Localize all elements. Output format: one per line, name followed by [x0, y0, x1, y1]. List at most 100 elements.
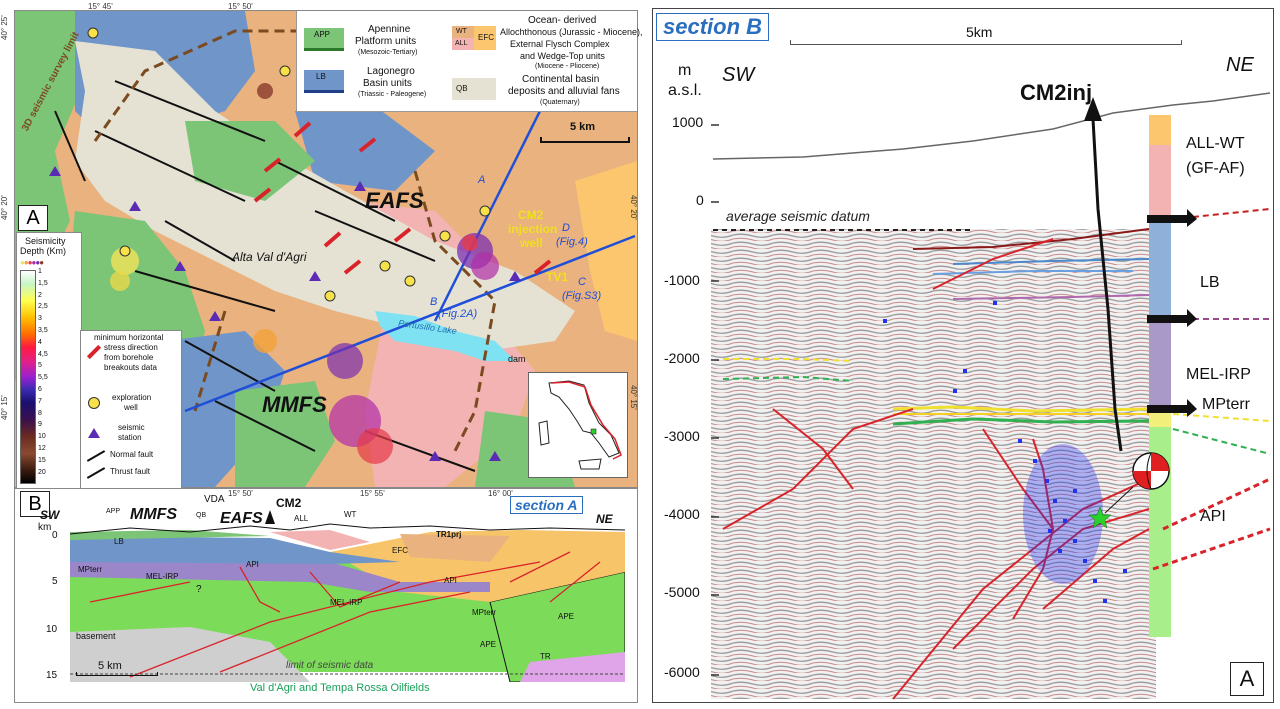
section-a-mpterr-2: MPterr [472, 608, 496, 617]
legend-lb-code: LB [316, 72, 326, 81]
section-a-limit: limit of seismic data [286, 660, 374, 671]
legend-lb-line2: Basin units [363, 78, 412, 89]
italy-inset [528, 372, 628, 478]
cm2inj-well-path [1091, 118, 1123, 452]
section-b-title: section B [656, 13, 770, 41]
legend-qb-line2: deposits and alluvial fans [508, 86, 620, 97]
legend-ocean-line3: External Flysch Complex [510, 39, 610, 49]
map-exploration-wells [87, 27, 491, 302]
section-b-topography [712, 92, 1271, 160]
seismicity-tick: 10 [38, 433, 46, 441]
seismicity-tick: 12 [38, 444, 46, 452]
section-a-faults [89, 551, 601, 678]
section-b-m: m [678, 62, 692, 79]
map-qb-valley [75, 41, 575, 351]
map-grat-top-2: 15° 50' [228, 2, 253, 11]
section-a-app: APP [106, 508, 121, 515]
section-b-ytick-m5000: -5000 [664, 584, 700, 600]
cm2inj-arrow-icon [1084, 97, 1102, 121]
legend-pink-swatch [452, 38, 474, 50]
legend-lb-line1: Lagonegro [367, 66, 415, 77]
column-label-api: API [1200, 508, 1226, 525]
section-a-all: ALL [294, 514, 309, 523]
map-trace-a: A [478, 174, 486, 186]
symbol-stress-1: minimum horizontal [94, 333, 164, 342]
section-a-mel [70, 562, 490, 592]
seismicity-tick: 15 [38, 456, 46, 464]
map-label-alta: Alta Val d'Agri [232, 250, 307, 264]
map-label-dam: dam [508, 354, 526, 364]
seismicity-tick: 4,5 [38, 350, 48, 358]
section-a-cm2-arrow [265, 510, 275, 524]
map-scalebar-label: 5 km [570, 121, 596, 133]
section-a-km: km [38, 522, 52, 533]
seismicity-colorbar [20, 270, 36, 484]
map-grat-top-1: 15° 45' [88, 2, 113, 11]
column-mpterr [1149, 409, 1171, 427]
seismic-image [711, 229, 1156, 699]
legend-app-line3: (Mesozoic-Tertiary) [358, 49, 418, 56]
map-trace-c-fig: (Fig.S3) [562, 290, 602, 302]
section-a-efc: EFC [392, 546, 408, 555]
section-a-qb: QB [196, 512, 207, 519]
legend-qb-code: QB [456, 84, 468, 93]
section-a-ne: NE [596, 512, 613, 526]
map-grat-right-2: 40° 15' [629, 385, 638, 410]
section-a-tr: TR [540, 652, 551, 661]
seismicity-tick: 4 [38, 338, 42, 346]
seismicity-tick: 9 [38, 421, 42, 429]
section-b-datum-label: average seismic datum [726, 208, 870, 224]
column-label-gfaf: (GF-AF) [1186, 160, 1245, 177]
map-seismicity-cluster-w [110, 83, 273, 291]
section-b-faults [722, 238, 1150, 700]
column-label-allwt: ALL-WT [1186, 135, 1245, 152]
column-label-melirp: MEL-IRP [1186, 366, 1251, 383]
column-label-mpterr: MPterr [1202, 396, 1250, 413]
seismicity-tick: 5 [38, 362, 42, 370]
section-a-panel-label: B [20, 491, 50, 517]
map-panel [14, 10, 638, 488]
section-b-extensions [1152, 208, 1271, 571]
legend-wt-code: WT [456, 28, 467, 35]
symbol-legend-box [80, 330, 182, 489]
map-trace-d: D [562, 222, 570, 234]
seismicity-legend-dots: ●●●●●● [20, 258, 44, 267]
section-b-scalebar-line [790, 40, 1182, 45]
legend-qb-line3: (Quaternary) [540, 99, 580, 106]
focal-leader-line [1104, 486, 1134, 514]
section-b-well: CM2inj [1020, 80, 1093, 105]
section-a-api-2: API [444, 576, 457, 585]
section-a-title: section A [510, 496, 583, 514]
symbol-station-2: station [118, 433, 142, 442]
legend-ocean-line1: Ocean- derived [528, 15, 597, 26]
section-b-ytick-m2000: -2000 [664, 350, 700, 366]
section-a-lb: LB [114, 537, 124, 546]
map-efc-east [575, 161, 637, 341]
seismic-station-icon [88, 428, 100, 438]
map-app-south [235, 381, 335, 487]
legend-all-code: ALL [455, 40, 468, 47]
map-app-center [185, 121, 315, 201]
legend-efc-code: EFC [478, 33, 494, 42]
section-a-mpterr-1: MPterr [78, 565, 102, 574]
section-a-melirp-1: MEL-IRP [146, 572, 179, 581]
section-a-basement [70, 627, 310, 682]
legend-ocean-line5: (Miocene - Pliocene) [535, 63, 600, 70]
map-trace-b: B [430, 296, 438, 308]
section-a-ytick-10: 10 [46, 624, 58, 635]
map-trace-d-fig: (Fig.4) [556, 236, 588, 248]
map-grat-bottom-1: 15° 50' [228, 489, 253, 498]
legend-app-swatch [304, 28, 344, 51]
map-survey-limit [93, 29, 497, 452]
map-label-injection: injection [508, 222, 558, 236]
section-a-ytick-15: 15 [46, 670, 58, 681]
column-allwt-orange [1149, 115, 1171, 145]
seismicity-tick: 1,5 [38, 279, 48, 287]
map-trace-c: C [578, 276, 586, 288]
section-a-scalebar-line [76, 672, 158, 676]
symbol-stress-3: from borehole [104, 353, 154, 362]
section-b-scalebar-label: 5km [966, 24, 993, 40]
section-a-tr1: TR1prj [436, 530, 462, 539]
map-grat-left-2: 40° 20' [0, 195, 9, 220]
map-label-tv1: TV1 [546, 270, 569, 284]
